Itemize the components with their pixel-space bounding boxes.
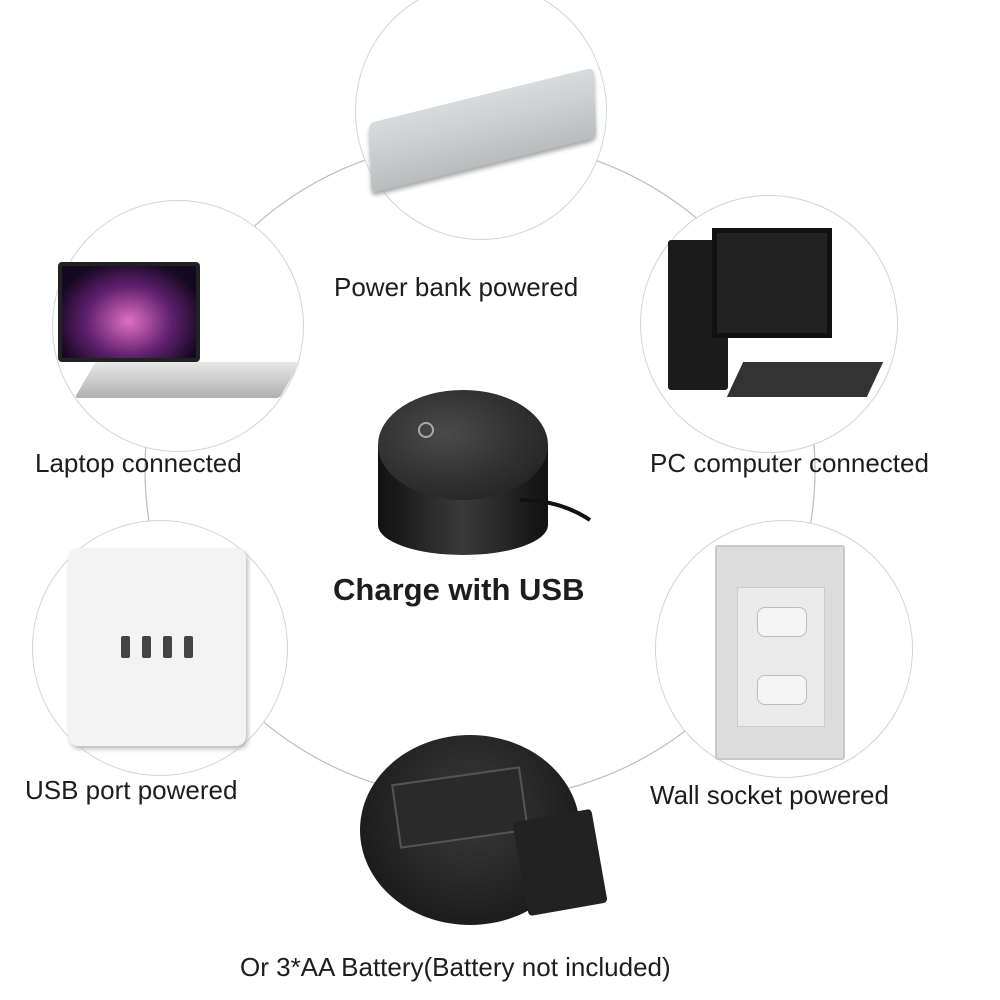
power-bank-label: Power bank powered	[334, 272, 579, 302]
power-button-icon	[418, 422, 434, 438]
laptop-label: Laptop connected	[35, 448, 242, 478]
wall-socket-plate	[715, 545, 845, 760]
laptop-base	[74, 362, 301, 398]
lamp-base-image	[378, 390, 548, 570]
laptop-screen	[58, 262, 200, 362]
battery-label: Or 3*AA Battery(Battery not included)	[240, 952, 671, 982]
pc-monitor	[712, 228, 832, 338]
usb-cable	[520, 498, 592, 522]
battery-base-image	[360, 735, 608, 935]
usb-port-label: USB port powered	[25, 775, 238, 805]
battery-cover	[512, 808, 608, 917]
wall-socket-label: Wall socket powered	[650, 780, 889, 810]
usb-wall-plate	[68, 548, 246, 746]
pc-keyboard	[726, 362, 884, 397]
center-label: Charge with USB	[333, 572, 585, 607]
pc-label: PC computer connected	[650, 448, 929, 478]
